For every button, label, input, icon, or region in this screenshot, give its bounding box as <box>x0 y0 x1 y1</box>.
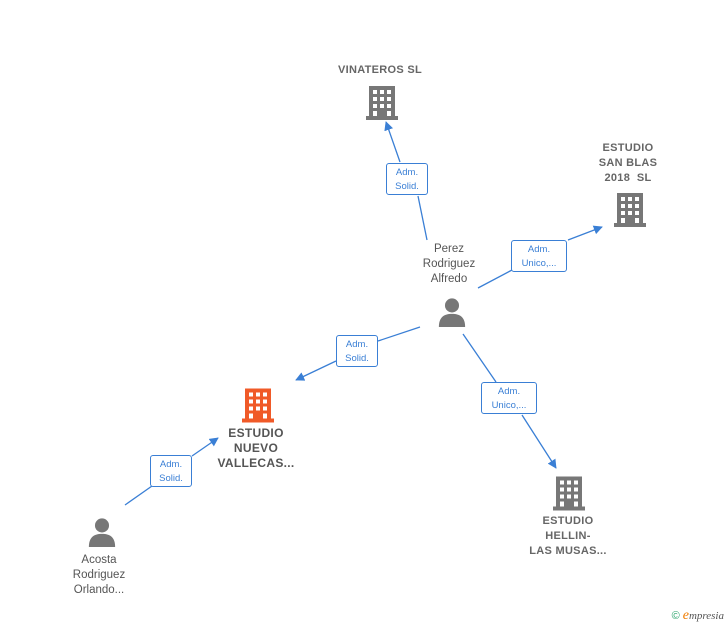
person-icon[interactable] <box>88 518 116 547</box>
badge-line: Solid. <box>395 181 419 192</box>
node-label-hellin[interactable]: ESTUDIO HELLIN- LAS MUSAS... <box>516 514 620 559</box>
node-label-acosta[interactable]: Acosta Rodriguez Orlando... <box>54 553 144 598</box>
badge-line: Adm. <box>159 459 183 470</box>
node-label-vinateros[interactable]: VINATEROS SL <box>320 63 440 78</box>
badge-line: Unico,... <box>491 400 527 411</box>
badge-line: Adm. <box>497 386 521 397</box>
badge-line: Solid. <box>159 473 183 484</box>
label-line: ESTUDIO <box>602 142 654 154</box>
badge-line: Adm. <box>345 339 369 350</box>
edge-perez-hellin <box>462 333 556 468</box>
label-line: Acosta <box>81 554 117 566</box>
badge-line: Solid. <box>345 353 369 364</box>
node-label-vallecas[interactable]: ESTUDIO NUEVO VALLECAS... <box>206 426 306 471</box>
person-icon[interactable] <box>438 298 466 327</box>
brand-logo: empresia <box>682 608 724 623</box>
building-icon[interactable] <box>242 388 274 423</box>
label-line: Rodriguez <box>72 569 126 581</box>
label-line: Alfredo <box>430 273 468 285</box>
badge-line: Adm. <box>527 244 551 255</box>
label-line: VINATEROS SL <box>337 64 423 76</box>
edge-perez-vallecas <box>296 326 421 380</box>
label-line: VALLECAS... <box>217 456 295 470</box>
footer-brand[interactable]: © empresia <box>672 608 724 624</box>
edge-lines <box>124 122 602 506</box>
building-icon[interactable] <box>553 476 585 511</box>
node-label-perez[interactable]: Perez Rodriguez Alfredo <box>404 242 494 287</box>
label-line: Perez <box>433 243 465 255</box>
copyright-icon: © <box>671 610 680 622</box>
edge-acosta-vallecas <box>124 438 218 506</box>
label-line: ESTUDIO <box>542 515 594 527</box>
role-badge-perez-sanblas[interactable]: Adm. Unico,... <box>511 240 567 272</box>
building-icon[interactable] <box>366 86 398 120</box>
label-line: Rodriguez <box>422 258 476 270</box>
badge-line: Adm. <box>395 167 419 178</box>
label-line: Orlando... <box>73 584 125 596</box>
label-line: HELLIN- <box>545 530 591 542</box>
edge-perez-sanblas <box>477 227 602 289</box>
label-line: LAS MUSAS... <box>529 545 607 557</box>
label-line: ESTUDIO <box>228 426 284 440</box>
role-badge-acosta-vallecas[interactable]: Adm. Solid. <box>150 455 192 487</box>
label-line: 2018 SL <box>604 172 652 184</box>
label-line: NUEVO <box>233 441 279 455</box>
role-badge-perez-vallecas[interactable]: Adm. Solid. <box>336 335 378 367</box>
building-icon[interactable] <box>614 193 646 227</box>
role-badge-perez-hellin[interactable]: Adm. Unico,... <box>481 382 537 414</box>
label-line: SAN BLAS <box>598 157 658 169</box>
role-badge-perez-vinateros[interactable]: Adm. Solid. <box>386 163 428 195</box>
node-label-san-blas[interactable]: ESTUDIO SAN BLAS 2018 SL <box>580 141 676 186</box>
badge-line: Unico,... <box>521 258 557 269</box>
edge-perez-vinateros <box>386 122 428 241</box>
